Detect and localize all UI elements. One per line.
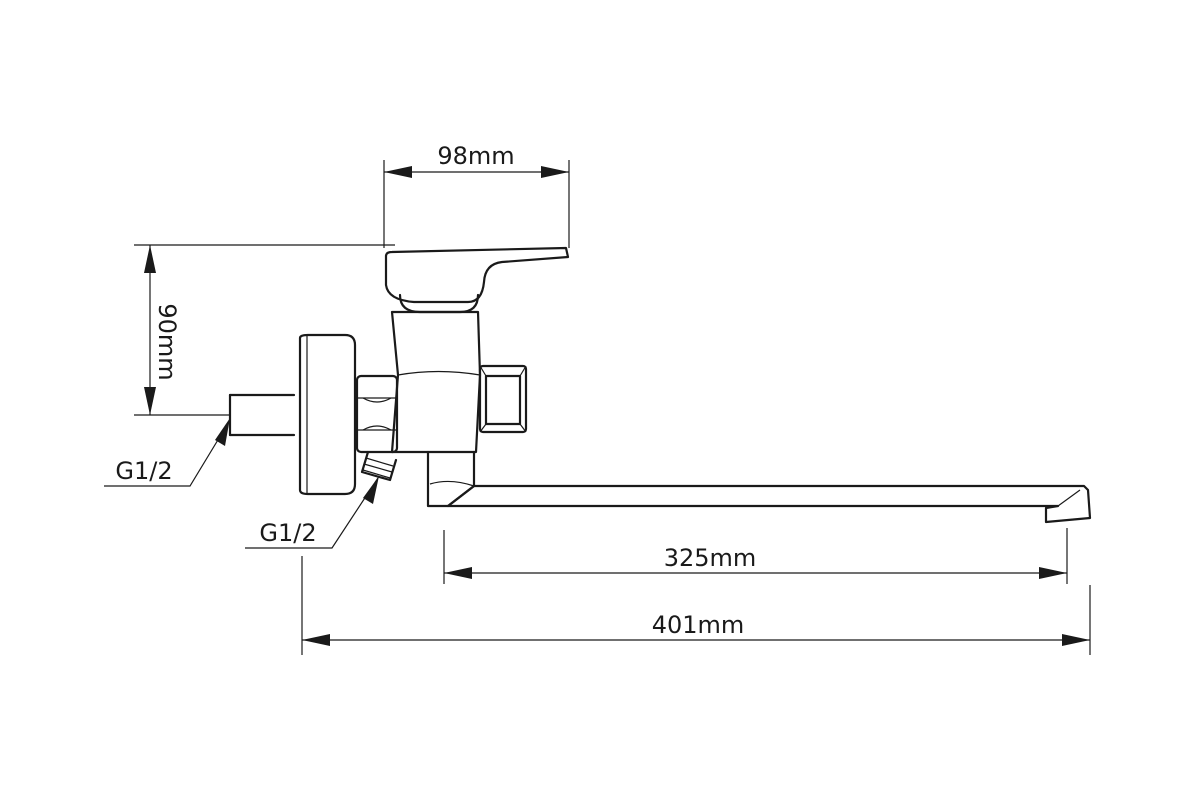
- dimension-height: 90mm: [134, 244, 395, 416]
- mixer-lever: [384, 246, 570, 304]
- dimension-total-length: 401mm: [301, 556, 1091, 655]
- callout-inlet-thread: G1/2: [104, 418, 231, 487]
- dimension-label-total-length: 401mm: [652, 611, 745, 639]
- dimension-label-spout-reach: 325mm: [664, 544, 757, 572]
- spout-collar: [426, 450, 476, 508]
- thread-label-inlet: G1/2: [115, 457, 172, 485]
- faucet-outline: [228, 246, 1092, 524]
- inlet-pipe: [228, 393, 296, 437]
- callout-outlet-thread: G1/2: [245, 476, 379, 549]
- thread-label-outlet: G1/2: [259, 519, 316, 547]
- dimension-spout-reach: 325mm: [443, 528, 1068, 584]
- cartridge-dome: [398, 293, 480, 314]
- threaded-outlet: [360, 450, 398, 482]
- dimension-label-handle-width: 98mm: [437, 142, 514, 170]
- dimension-label-height: 90mm: [153, 303, 181, 380]
- diverter-outlet: [478, 364, 528, 434]
- long-spout: [446, 484, 1092, 524]
- wall-flange: [298, 333, 357, 496]
- hex-nut: [355, 374, 399, 454]
- mixer-body: [390, 310, 482, 454]
- dimension-handle-width: 98mm: [383, 142, 570, 248]
